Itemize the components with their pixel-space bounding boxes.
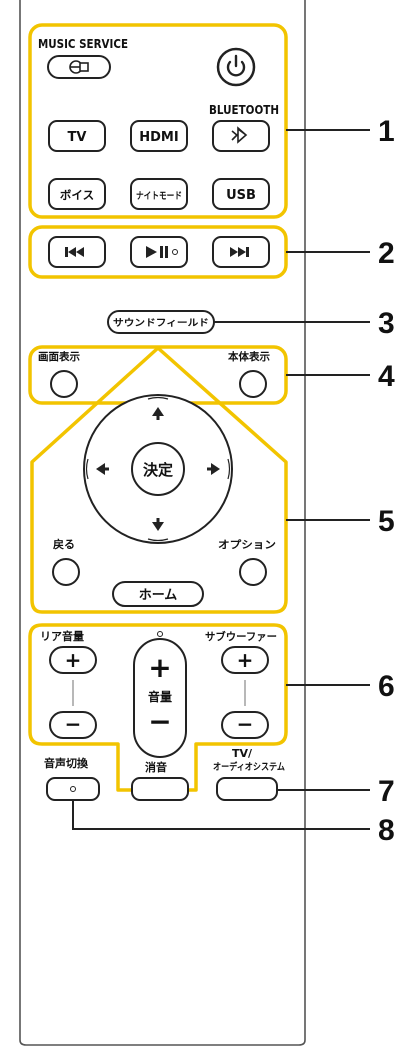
bluetooth-icon	[231, 126, 248, 144]
home-button-label: ホーム	[139, 588, 178, 603]
mute-label: 消音	[145, 760, 167, 774]
group-6-outline	[28, 623, 288, 792]
voice-button-label: ボイス	[60, 188, 94, 202]
bluetooth-button[interactable]	[212, 120, 270, 152]
callout-lines	[72, 129, 370, 830]
group-5-buttons: 決定 戻る オプション ホーム	[52, 394, 276, 607]
arrow-right-icon	[207, 463, 220, 475]
callout-number-6: 6	[378, 670, 395, 703]
tv-button-label: TV	[68, 130, 87, 145]
bottom-buttons: 音声切換 消音 TV/ オーディオシステム	[44, 747, 285, 801]
home-button[interactable]: ホーム	[112, 581, 204, 607]
usb-button-label: USB	[226, 188, 256, 203]
callout-number-7: 7	[378, 775, 395, 808]
unit-display-button[interactable]	[239, 370, 267, 398]
rear-volume-minus-button[interactable]: −	[49, 711, 97, 739]
audio-switch-label: 音声切換	[44, 756, 89, 770]
enter-button-label: 決定	[143, 461, 173, 479]
subwoofer-label: サブウーファー	[205, 630, 277, 643]
next-button[interactable]	[212, 236, 270, 268]
screen-display-button[interactable]	[50, 370, 78, 398]
group-4-buttons: 画面表示 本体表示	[38, 350, 270, 398]
tv-audio-system-label-line2: オーディオシステム	[213, 761, 285, 773]
subwoofer-plus-button[interactable]: +	[221, 646, 269, 674]
hdmi-button[interactable]: HDMI	[130, 120, 188, 152]
skip-back-icon	[65, 247, 84, 257]
arrow-up-icon	[152, 407, 164, 420]
music-service-icon	[69, 60, 89, 74]
callout-number-4: 4	[378, 360, 395, 393]
enter-button[interactable]: 決定	[131, 442, 185, 496]
subwoofer-minus-label: −	[237, 712, 254, 736]
arrow-down-icon	[152, 518, 164, 531]
group-1-buttons: MUSIC SERVICE BLUETOOTH TV HDMI	[38, 36, 279, 210]
callout-line-8	[72, 800, 370, 830]
previous-button[interactable]	[48, 236, 106, 268]
back-button[interactable]	[52, 558, 80, 586]
subwoofer-plus-label: +	[237, 648, 254, 672]
tv-button[interactable]: TV	[48, 120, 106, 152]
screen-display-label: 画面表示	[38, 350, 80, 363]
group-6-buttons: リア音量 + − + 音量 − サブウーファー + −	[40, 629, 277, 758]
options-label: オプション	[218, 538, 276, 551]
callout-number-2: 2	[378, 237, 395, 270]
night-mode-button[interactable]: ナイトモード	[130, 178, 188, 210]
music-service-button[interactable]	[47, 55, 111, 79]
volume-minus-label: −	[148, 705, 171, 738]
volume-rocker[interactable]: + 音量 −	[133, 631, 187, 758]
audio-switch-button[interactable]	[46, 777, 100, 801]
sound-field-label: サウンドフィールド	[113, 318, 209, 329]
bluetooth-label: BLUETOOTH	[209, 102, 279, 117]
hdmi-button-label: HDMI	[139, 130, 178, 145]
rear-volume-minus-label: −	[65, 712, 82, 736]
usb-button[interactable]: USB	[212, 178, 270, 210]
night-mode-button-label: ナイトモード	[136, 191, 182, 202]
sound-field-button[interactable]: サウンドフィールド	[107, 310, 215, 334]
tv-audio-system-button[interactable]	[216, 777, 278, 801]
power-button[interactable]	[216, 47, 256, 87]
group-5-outline	[30, 346, 288, 614]
rear-volume-label: リア音量	[40, 629, 84, 643]
subwoofer-minus-button[interactable]: −	[221, 711, 269, 739]
callout-number-3: 3	[378, 307, 395, 340]
skip-forward-icon	[230, 247, 249, 257]
play-pause-button[interactable]	[130, 236, 188, 268]
volume-label: 音量	[148, 689, 172, 704]
group-2-buttons	[48, 236, 270, 268]
arrow-left-icon	[96, 463, 109, 475]
callout-number-1: 1	[378, 115, 395, 148]
back-label: 戻る	[52, 537, 75, 551]
rear-volume-plus-button[interactable]: +	[49, 646, 97, 674]
group-1-outline	[28, 23, 288, 219]
tv-audio-system-label-line1: TV/	[232, 747, 253, 760]
voice-button[interactable]: ボイス	[48, 178, 106, 210]
rear-volume-plus-label: +	[65, 648, 82, 672]
mute-button[interactable]	[131, 777, 189, 801]
play-pause-icon	[146, 246, 178, 258]
music-service-label: MUSIC SERVICE	[38, 36, 128, 51]
callout-number-8: 8	[378, 814, 395, 847]
options-button[interactable]	[239, 558, 267, 586]
volume-plus-label: +	[148, 651, 171, 684]
callout-numbers: 1 2 3 4 5 6 7 8	[378, 115, 395, 847]
power-icon	[226, 54, 246, 77]
callout-number-5: 5	[378, 505, 395, 538]
unit-display-label: 本体表示	[228, 350, 270, 363]
